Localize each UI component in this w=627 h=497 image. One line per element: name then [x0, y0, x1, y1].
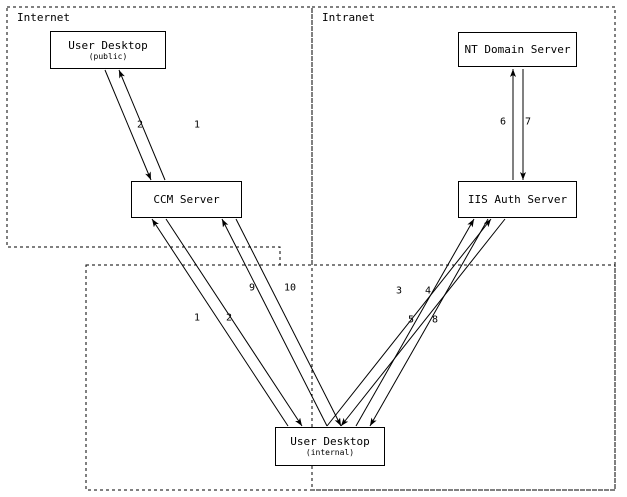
connector-c9 — [221, 218, 328, 427]
connector-label-c5: 5 — [407, 314, 415, 326]
connector-label-c6: 6 — [499, 116, 507, 128]
connector-c8 — [340, 218, 506, 427]
connector-label-c4: 4 — [424, 285, 432, 297]
connector-c4 — [369, 218, 489, 427]
connector-label-c3: 3 — [395, 285, 403, 297]
connector-c3 — [355, 218, 475, 427]
connector-label-c1: 1 — [193, 119, 201, 131]
connector-c10 — [235, 218, 342, 427]
node-title-user-desktop-public: User Desktop — [68, 38, 148, 52]
node-iis-auth-server[interactable]: IIS Auth Server — [458, 181, 577, 218]
node-user-desktop-public[interactable]: User Desktop(public) — [50, 31, 166, 69]
node-subtitle-user-desktop-internal: (internal) — [305, 448, 355, 457]
connector-c2b — [165, 218, 303, 427]
connector-label-c2: 2 — [136, 119, 144, 131]
node-title-iis-auth-server: IIS Auth Server — [467, 193, 568, 206]
zone-label-internet: Internet — [17, 11, 70, 24]
zone-boundary-internal — [85, 264, 616, 491]
connector-label-c1b: 1 — [193, 312, 201, 324]
connector-label-c2b: 2 — [225, 312, 233, 324]
connector-label-c10: 10 — [283, 282, 297, 294]
connector-label-c7: 7 — [524, 116, 532, 128]
node-title-ccm-server: CCM Server — [153, 193, 220, 206]
connector-c1b — [151, 218, 289, 427]
zone-label-intranet: Intranet — [322, 11, 375, 24]
node-ccm-server[interactable]: CCM Server — [131, 181, 242, 218]
connector-label-c8: 8 — [431, 314, 439, 326]
zone-boundary-intranet — [311, 6, 616, 491]
connector-c5 — [326, 218, 492, 427]
node-subtitle-user-desktop-public: (public) — [88, 51, 128, 61]
node-title-user-desktop-internal: User Desktop — [290, 435, 370, 448]
node-nt-domain-server[interactable]: NT Domain Server — [458, 32, 577, 67]
connector-c2 — [118, 69, 166, 181]
node-user-desktop-internal[interactable]: User Desktop(internal) — [275, 427, 385, 466]
node-title-nt-domain-server: NT Domain Server — [464, 43, 571, 56]
connector-label-c9: 9 — [248, 282, 256, 294]
connector-c1 — [104, 69, 152, 181]
